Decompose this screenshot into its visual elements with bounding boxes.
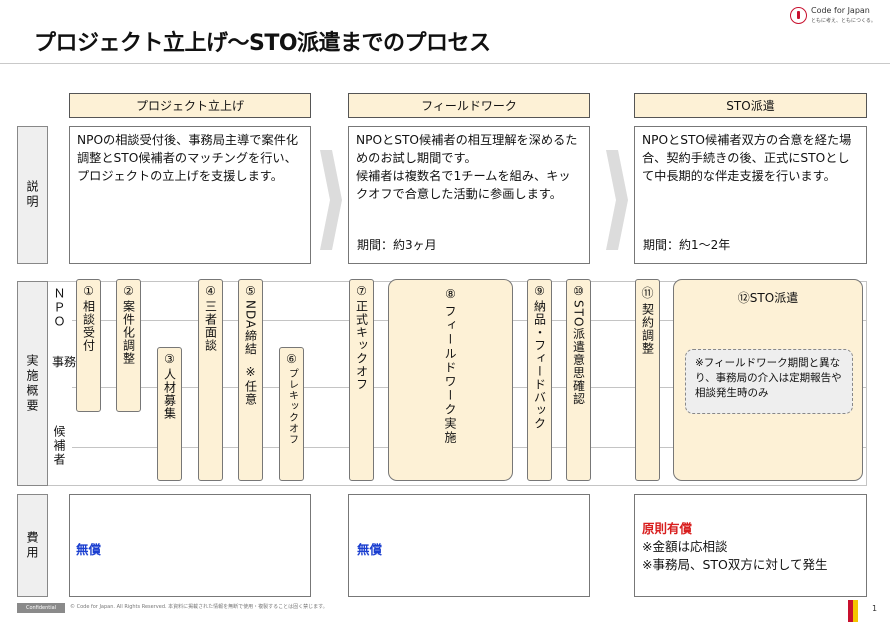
step-12: ⑫STO派遣 ※フィールドワーク期間と異なり、事務局の介入は定期報告や相談発生時… [673,279,863,481]
step-number: ⑧ [445,287,456,301]
chevron-right-icon [320,150,342,250]
step-label: 契約調整 [640,303,655,355]
description-period: 期間：約1〜2年 [643,238,731,252]
step-5: ⑤ NDA締結 ※任意 [238,279,263,481]
cost-text: 無償 [357,542,383,557]
logo-name: Code for Japan [811,6,870,15]
step-label: NDA締結 [243,300,258,356]
description-fieldwork: NPOとSTO候補者の相互理解を深めるためのお試し期間です。 候補者は複数名で1… [348,126,590,264]
description-sto: NPOとSTO候補者双方の合意を経た場合、契約手続きの後、正式にSTOとして中長… [634,126,867,264]
step-6: ⑥ プレキックオフ [279,347,304,481]
step-note: ※任意 [243,365,258,407]
cost-sto: 原則有償 ※金額は応相談 ※事務局、STO双方に対して発生 [634,494,867,597]
step-label: フィールドワーク実施 [443,305,457,445]
step-label: 納品・フィードバック [532,300,547,430]
cost-text: 無償 [76,542,102,557]
cost-text-note: ※金額は応相談 [642,539,728,554]
description-period: 期間：約3ヶ月 [357,238,437,252]
copyright-text: © Code for Japan. All Rights Reserved. 本… [70,604,328,610]
logo-mark-icon [790,7,807,24]
step-number: ⑫ [737,291,750,305]
step-label: 人材募集 [162,368,177,420]
row-label-description: 説明 [17,126,48,264]
step-10: ⑩ STO派遣意思確認 [566,279,591,481]
cost-text-note: ※事務局、STO双方に対して発生 [642,557,828,572]
step-label: 相談受付 [81,300,96,352]
step-2: ② 案件化調整 [116,279,141,412]
actor-candidate: 候補者 [52,425,66,467]
actor-npo: ＮＰＯ [52,287,66,329]
step-label: STO派遣 [749,291,799,305]
confidential-badge: Confidential [17,603,65,613]
step-label: 案件化調整 [121,300,136,365]
step-3: ③ 人材募集 [157,347,182,481]
step-4: ④ 三者面談 [198,279,223,481]
cost-lines: 原則有償 ※金額は応相談 ※事務局、STO双方に対して発生 [642,520,828,574]
cost-fieldwork: 無償 [348,494,590,597]
step-8: ⑧ フィールドワーク実施 [388,279,513,481]
step-label: プレキックオフ [286,368,298,445]
step-7: ⑦ 正式キックオフ [349,279,374,481]
code-for-japan-logo: Code for Japan ともに考え、ともにつくる。 [790,6,886,26]
step-number: ⑨ [534,284,545,298]
phase-header-sto: STO派遣 [634,93,867,118]
brand-bar-red [848,600,853,622]
description-text: NPOとSTO候補者の相互理解を深めるためのお試し期間です。 候補者は複数名で1… [356,133,578,201]
step-number: ④ [205,284,216,298]
step-1: ① 相談受付 [76,279,101,412]
step-12-title: ⑫STO派遣 [674,289,862,306]
step-label: 三者面談 [203,300,218,352]
step-number: ⑤ [245,284,256,298]
page-number: 1 [872,604,878,613]
phase-header-fieldwork: フィールドワーク [348,93,590,118]
logo-tagline: ともに考え、ともにつくる。 [811,18,876,24]
step-number: ② [123,284,134,298]
step-number: ⑥ [286,352,297,366]
cost-launch: 無償 [69,494,311,597]
step-number: ③ [164,352,175,366]
description-launch: NPOの相談受付後、事務局主導で案件化調整とSTO候補者のマッチングを行い、プロ… [69,126,311,264]
phase-header-launch: プロジェクト立上げ [69,93,311,118]
step-label: STO派遣意思確認 [571,300,586,406]
step-number: ⑦ [356,284,367,298]
cost-text-paid: 原則有償 [642,521,693,536]
row-label-cost: 費用 [17,494,48,597]
chevron-right-icon [606,150,628,250]
step-number: ⑪ [641,286,654,300]
row-label-overview: 実施概要 [17,281,48,486]
description-text: NPOの相談受付後、事務局主導で案件化調整とSTO候補者のマッチングを行い、プロ… [77,133,299,183]
page-title: プロジェクト立上げ〜STO派遣までのプロセス [34,31,491,56]
step-9: ⑨ 納品・フィードバック [527,279,552,481]
step-number: ⑩ [573,284,584,298]
step-number: ① [83,284,94,298]
step-11: ⑪ 契約調整 [635,279,660,481]
sto-note: ※フィールドワーク期間と異なり、事務局の介入は定期報告や相談発生時のみ [685,349,853,414]
actor-secretariat: 事務局 [52,354,88,370]
header-divider [0,63,890,64]
step-label: 正式キックオフ [354,300,369,391]
description-text: NPOとSTO候補者双方の合意を経た場合、契約手続きの後、正式にSTOとして中長… [642,133,852,183]
brand-bar-yellow [853,600,858,622]
